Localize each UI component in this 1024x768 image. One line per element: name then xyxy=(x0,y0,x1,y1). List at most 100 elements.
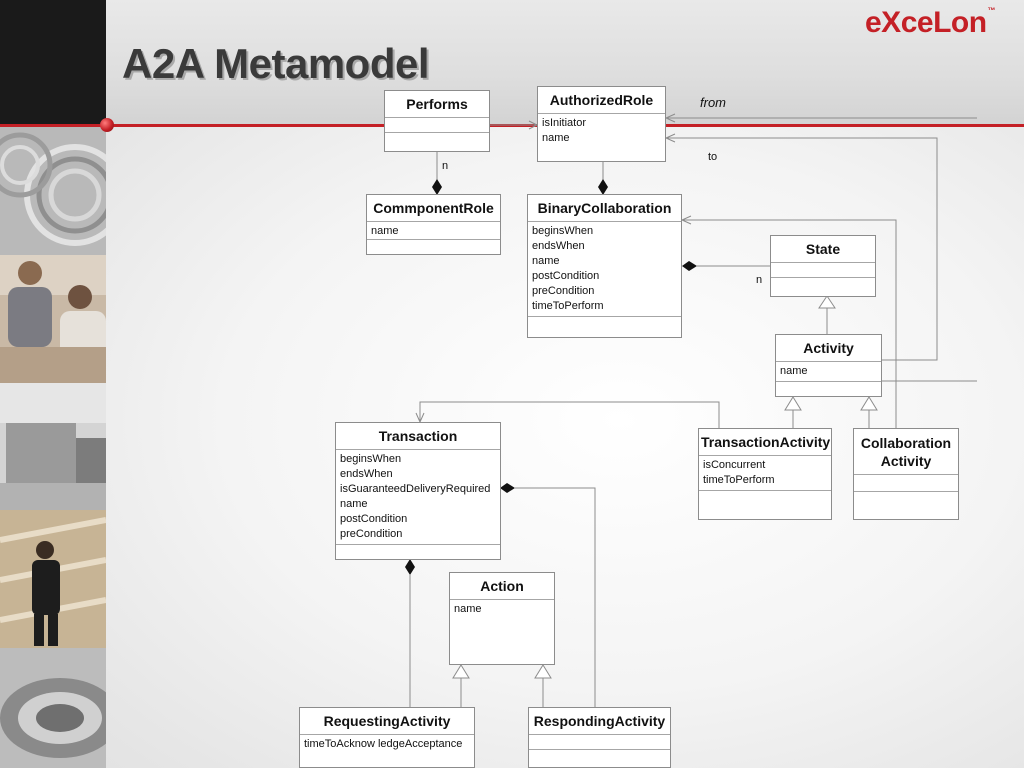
operation-section xyxy=(699,490,831,505)
logo-text: eXceLon xyxy=(865,6,987,39)
respondingactivity-transaction-line xyxy=(515,487,596,707)
cable-coils-photo xyxy=(0,125,106,255)
attribute: preCondition xyxy=(340,528,403,540)
class-action: Action name xyxy=(449,572,555,665)
attribute-section xyxy=(854,474,958,491)
class-name: Collaboration Activity xyxy=(854,429,958,474)
transaction-composition-diamond xyxy=(500,483,515,493)
operation-section xyxy=(771,277,875,292)
class-name: RequestingActivity xyxy=(323,713,451,729)
attribute-section: isConcurrent timeToPerform xyxy=(699,455,831,490)
attribute: preCondition xyxy=(532,285,595,297)
class-name: Performs xyxy=(406,96,468,112)
from-label: from xyxy=(700,95,726,110)
attribute: endsWhen xyxy=(532,240,585,252)
to-arrowhead xyxy=(664,133,676,143)
attribute-section: name xyxy=(776,361,881,381)
attribute: name xyxy=(532,255,560,267)
class-name: Activity xyxy=(803,340,854,356)
businessman-phone-photo xyxy=(0,510,106,648)
industrial-building-photo xyxy=(0,383,106,510)
operation-section xyxy=(529,749,670,764)
class-binarycollaboration: BinaryCollaboration beginsWhen endsWhen … xyxy=(527,194,682,338)
class-name: BinaryCollaboration xyxy=(537,200,672,216)
excelon-logo: eXceLon™ xyxy=(865,6,996,40)
class-name: Action xyxy=(480,578,524,594)
binarycollab-arrowhead xyxy=(680,215,692,225)
requesting-composition-diamond xyxy=(405,559,415,575)
class-name-line2: Activity xyxy=(880,453,932,469)
binarycollab-composition-diamond xyxy=(598,179,608,195)
class-authorizedrole: AuthorizedRole isInitiator name xyxy=(537,86,666,162)
attribute-section xyxy=(529,734,670,749)
attribute-section: name xyxy=(450,599,554,619)
class-name: Transaction xyxy=(378,428,458,444)
class-state: State xyxy=(770,235,876,297)
class-name-line1: Collaboration xyxy=(860,435,952,451)
operation-section xyxy=(528,316,681,331)
class-name: AuthorizedRole xyxy=(549,92,654,108)
operation-section xyxy=(336,544,500,559)
photo-strip xyxy=(0,0,106,768)
attribute: isGuaranteedDeliveryRequired xyxy=(340,483,491,495)
attribute: name xyxy=(340,498,368,510)
class-name: RespondingActivity xyxy=(533,713,666,729)
class-requestingactivity: RequestingActivity timeToAcknow ledgeAcc… xyxy=(299,707,475,768)
attribute-section: beginsWhen endsWhen name postCondition p… xyxy=(528,221,681,316)
slide-title: A2A Metamodel xyxy=(122,40,430,87)
attribute: name xyxy=(780,365,808,377)
attribute: name xyxy=(542,132,570,144)
class-transaction: Transaction beginsWhen endsWhen isGuaran… xyxy=(335,422,501,560)
collabactivity-binarycollab-line xyxy=(682,219,897,428)
operation-section xyxy=(385,132,489,147)
transactionactivity-transaction-line xyxy=(419,401,720,428)
attribute: postCondition xyxy=(532,270,600,282)
action-generalization-triangle-left xyxy=(452,664,470,679)
attribute: timeToPerform xyxy=(703,474,775,486)
class-performs: Performs xyxy=(384,90,490,152)
performs-multiplicity-label: n xyxy=(442,160,449,172)
pipe-closeup-photo xyxy=(0,648,106,768)
attribute-section: name xyxy=(367,221,500,239)
operation-section xyxy=(367,239,500,254)
to-association-line xyxy=(666,137,938,361)
attribute-section: beginsWhen endsWhen isGuaranteedDelivery… xyxy=(336,449,500,544)
attribute-section: timeToAcknow ledgeAcceptance xyxy=(300,734,474,754)
attribute: beginsWhen xyxy=(340,453,402,465)
operation-section xyxy=(854,491,958,506)
class-componentrole: CommponentRole name xyxy=(366,194,501,255)
class-activity: Activity name xyxy=(775,334,882,397)
class-name: State xyxy=(805,241,841,257)
attribute: isConcurrent xyxy=(703,459,766,471)
logo-trademark: ™ xyxy=(987,6,996,15)
attribute: postCondition xyxy=(340,513,408,525)
performs-composition-diamond xyxy=(432,179,442,195)
state-multiplicity-label: n xyxy=(756,274,763,286)
attribute-section xyxy=(385,117,489,132)
to-label: to xyxy=(708,151,718,163)
class-transactionactivity: TransactionActivity isConcurrent timeToP… xyxy=(698,428,832,520)
action-generalization-triangle-right xyxy=(534,664,552,679)
attribute: timeToPerform xyxy=(532,300,604,312)
attribute: timeToAcknow ledgeAcceptance xyxy=(304,738,463,750)
activity-generalization-triangle-right xyxy=(860,396,878,411)
class-collaborationactivity: Collaboration Activity xyxy=(853,428,959,520)
attribute-section xyxy=(771,262,875,277)
state-composition-diamond xyxy=(682,261,697,271)
attribute-section: isInitiator name xyxy=(538,113,665,148)
attribute: endsWhen xyxy=(340,468,393,480)
red-bullet-dot xyxy=(100,118,114,132)
class-name: CommponentRole xyxy=(373,200,494,216)
business-people-photo xyxy=(0,255,106,383)
attribute: name xyxy=(371,225,399,237)
attribute: beginsWhen xyxy=(532,225,594,237)
attribute: name xyxy=(454,603,482,615)
activity-generalization-triangle-left xyxy=(784,396,802,411)
black-corner-block xyxy=(0,0,106,125)
class-name: TransactionActivity xyxy=(701,434,831,450)
state-generalization-triangle xyxy=(818,295,836,309)
from-arrowhead xyxy=(664,113,676,123)
class-respondingactivity: RespondingActivity xyxy=(528,707,671,768)
